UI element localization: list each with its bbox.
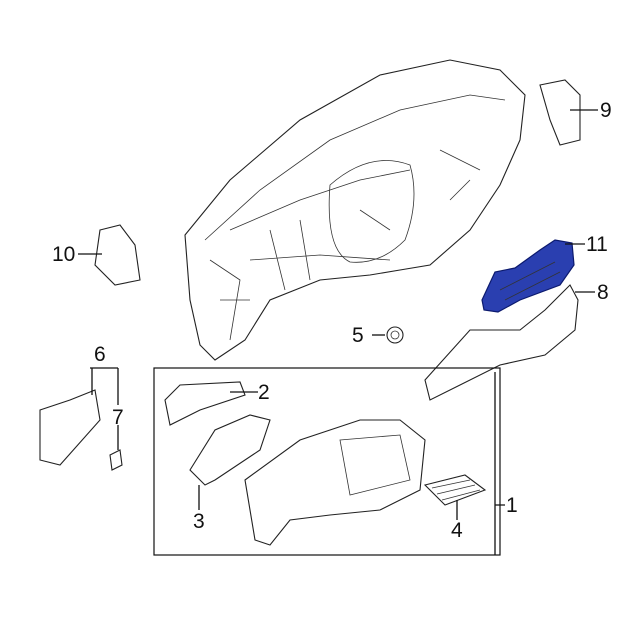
part-1 (244, 419, 426, 546)
callout-5: 5 (352, 324, 364, 347)
callout-10: 10 (52, 243, 76, 266)
part-10 (94, 224, 141, 286)
part-9 (539, 79, 581, 146)
part-2 (164, 381, 246, 426)
callout-1: 1 (506, 494, 518, 517)
part-7 (109, 449, 123, 471)
callout-7: 7 (112, 406, 124, 429)
callout-11: 11 (586, 233, 608, 256)
leader-lines (78, 109, 598, 555)
callout-9: 9 (600, 99, 612, 122)
callout-2: 2 (258, 381, 270, 404)
callout-4: 4 (451, 519, 463, 542)
part-8 (424, 284, 579, 401)
callout-6: 6 (94, 343, 106, 366)
callout-3: 3 (193, 510, 205, 533)
part-5 (386, 326, 404, 344)
instrument-panel-frame (184, 59, 526, 361)
part-3 (189, 414, 271, 486)
part-6 (39, 389, 101, 466)
callout-8: 8 (597, 281, 609, 304)
lower-assembly-box (153, 367, 501, 556)
